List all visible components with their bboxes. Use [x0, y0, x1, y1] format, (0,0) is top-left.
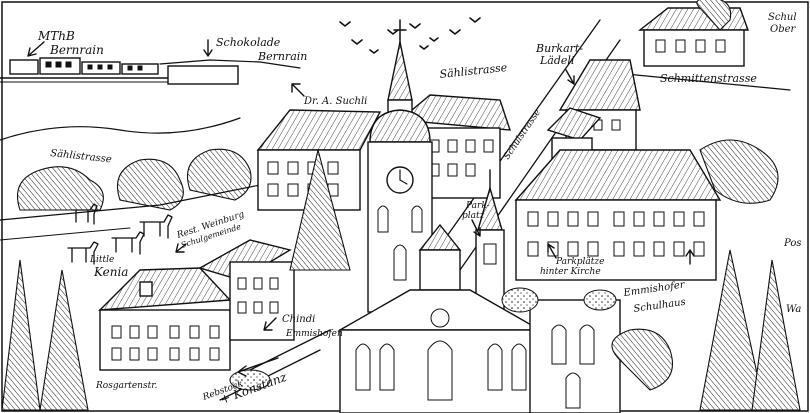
label-parkplatz-1: Park- — [465, 201, 490, 211]
label-rosgarten: Rosgartenstr. — [95, 381, 158, 391]
conifer-left-1 — [1, 259, 41, 411]
label-parkplatz-2: platz — [462, 211, 485, 221]
building-burkart-laedeli — [546, 59, 641, 163]
arrow-mthb — [27, 41, 45, 57]
arrow-burkart — [565, 69, 575, 85]
zebras — [67, 203, 173, 265]
label-chindi-2: Emmishofen — [285, 329, 343, 339]
label-schmittenstrasse: Schmittenstrasse — [660, 72, 757, 85]
label-parkplaetze-1: Parkplätze — [555, 257, 604, 267]
building-behind-church — [398, 94, 512, 199]
label-chindi-1: Chindi — [282, 314, 315, 325]
birds — [339, 17, 481, 54]
building-schule-oberdorf — [637, 0, 749, 67]
conifer-right-1 — [699, 249, 766, 411]
label-sahlistrasse-left: Sählistrasse — [50, 148, 113, 165]
label-schule-2: Ober — [770, 24, 797, 35]
arrow-emmishofer — [685, 249, 695, 265]
label-schulstrasse: Schulstrasse — [502, 108, 543, 162]
label-parkplaetze-2: hinter Kirche — [540, 267, 601, 277]
arrow-schokolade — [203, 39, 213, 57]
arrow-parkplatz — [471, 219, 481, 237]
conifer-left-2 — [39, 269, 89, 411]
label-burkart-2: Lädeli — [539, 54, 574, 67]
label-mthb: MThB — [37, 29, 75, 43]
arrow-dr-suchli — [291, 83, 305, 97]
church-front — [337, 223, 621, 413]
house-row-left — [98, 239, 295, 371]
label-bernrain-station: Bernrain — [49, 43, 104, 57]
arrow-weinburg — [175, 243, 187, 253]
label-kenia: Kenia — [93, 265, 128, 279]
building-emmishofer-schulhaus — [514, 139, 779, 281]
label-emmishofer-2: Schulhaus — [633, 297, 687, 315]
label-right-edge: Wa — [786, 304, 801, 315]
label-schokolade: Schokolade — [216, 36, 281, 49]
label-little: Little — [89, 255, 114, 265]
label-post: Pos — [783, 238, 801, 249]
label-burkart-1: Burkart- — [535, 42, 583, 55]
arrow-parkplaetze — [547, 243, 557, 259]
label-emmishofer-1: Emmishofer — [622, 279, 687, 299]
label-dr-suchli: Dr. A. Suchli — [303, 96, 367, 107]
road-schulstrasse — [429, 19, 601, 261]
conifer-center — [289, 149, 351, 271]
label-schokolade-bernrain: Bernrain — [257, 50, 307, 63]
conifer-right-2 — [751, 259, 801, 411]
arrow-konstanz — [237, 357, 279, 377]
label-sahlistrasse-top: Sählistrasse — [439, 61, 508, 81]
arrow-chindi — [263, 317, 277, 331]
label-schule-1: Schul — [768, 12, 797, 23]
train — [0, 57, 171, 83]
